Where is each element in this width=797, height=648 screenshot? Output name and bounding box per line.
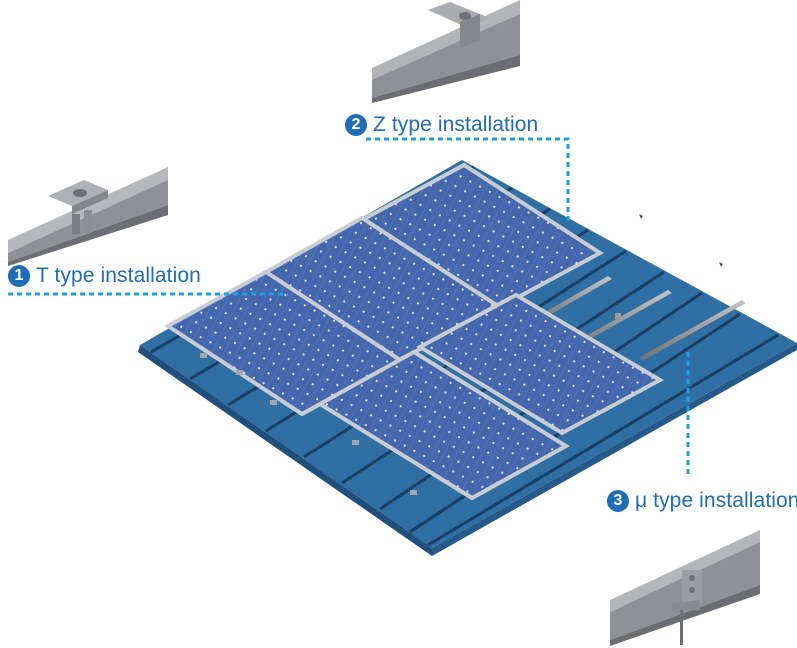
callout-mu-type: 3 μ type installation — [607, 489, 797, 513]
mu-type-detail-image — [610, 530, 760, 646]
callout-t-type: 1 T type installation — [8, 264, 201, 288]
callout-label: μ type installation — [635, 489, 797, 512]
solar-panel — [415, 292, 665, 436]
loose-fasteners — [639, 214, 723, 267]
callout-label: T type installation — [36, 264, 201, 287]
callout-z-type: 2 Z type installation — [345, 113, 538, 137]
number-badge: 3 — [607, 490, 629, 512]
solar-panels — [164, 162, 665, 501]
number-badge: 2 — [345, 114, 367, 136]
leader-lines — [8, 137, 690, 478]
z-type-detail-image — [372, 0, 520, 103]
leader-line-z — [366, 137, 570, 222]
callout-label: Z type installation — [373, 113, 539, 136]
number-badge: 1 — [8, 265, 30, 287]
solar-panel — [316, 349, 570, 501]
clamps — [200, 353, 417, 495]
t-type-detail-image — [8, 167, 168, 266]
mounting-rails — [535, 276, 746, 360]
